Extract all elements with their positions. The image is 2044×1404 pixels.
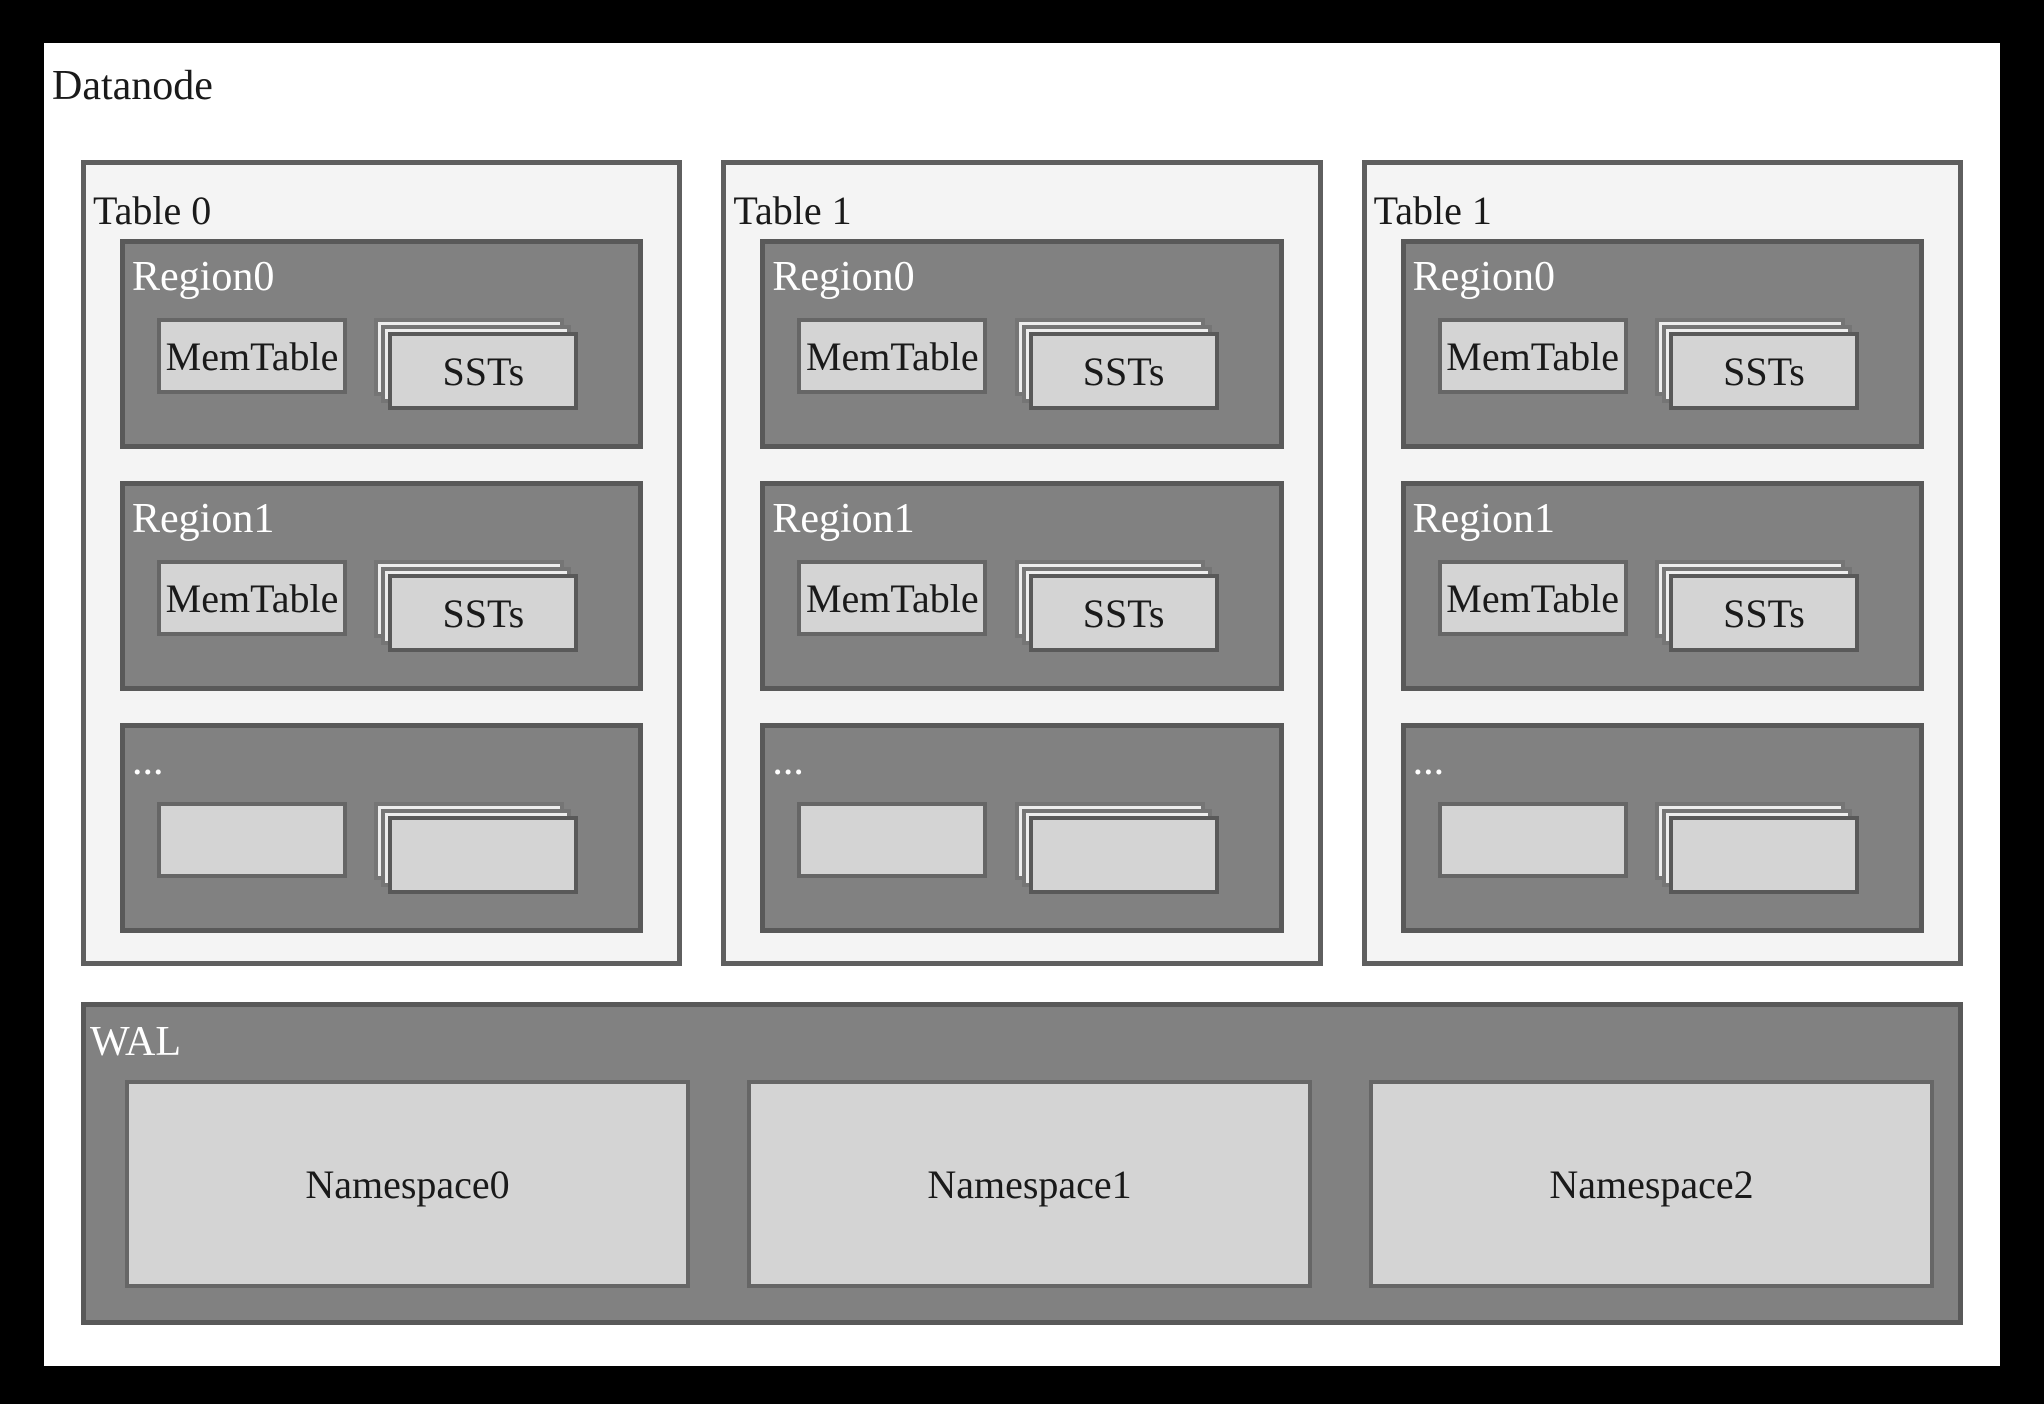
ssts-box: SSTs [1668, 574, 1859, 652]
ssts-stack: SSTs [1654, 560, 1859, 652]
memtable-box-empty [157, 802, 347, 878]
region-ellipsis: ... [760, 723, 1284, 933]
region-content: MemTable SSTs [797, 560, 1278, 652]
region: Region0 MemTable SSTs [120, 239, 644, 449]
regions-list: Region0 MemTable SSTs Region1 [1400, 239, 1924, 933]
region-content: MemTable SSTs [157, 318, 638, 410]
region-label: Region1 [132, 496, 275, 542]
table-box-1: Table 1 Region0 MemTable SSTs [721, 160, 1323, 966]
region: Region1 MemTable SSTs [760, 481, 1284, 691]
region-content [1437, 802, 1919, 894]
namespace-box-1: Namespace1 [747, 1080, 1312, 1288]
region-ellipsis: ... [1400, 723, 1924, 933]
region: Region0 MemTable SSTs [1400, 239, 1924, 449]
tables-row: Table 0 Region0 MemTable SSTs [81, 160, 1963, 966]
ssts-stack: SSTs [1654, 318, 1859, 410]
ssts-box: SSTs [1668, 332, 1859, 410]
region-label: Region1 [1412, 496, 1555, 542]
ssts-box: SSTs [1028, 574, 1219, 652]
region-label: Region1 [772, 496, 915, 542]
wal-panel: WAL Namespace0 Namespace1 Namespace2 [81, 1002, 1963, 1325]
table-box-0: Table 0 Region0 MemTable SSTs [81, 160, 683, 966]
memtable-box: MemTable [157, 318, 347, 394]
region-content: MemTable SSTs [1437, 318, 1919, 410]
region: Region1 MemTable SSTs [1400, 481, 1924, 691]
ssts-box: SSTs [1028, 332, 1219, 410]
memtable-box: MemTable [797, 318, 988, 394]
namespace-box-2: Namespace2 [1369, 1080, 1934, 1288]
region-content [157, 802, 638, 894]
region-label: Region0 [1412, 254, 1555, 300]
region-content [797, 802, 1278, 894]
namespaces-row: Namespace0 Namespace1 Namespace2 [125, 1080, 1934, 1288]
ssts-box-empty [1028, 816, 1219, 894]
table-box-2: Table 1 Region0 MemTable SSTs [1361, 160, 1963, 966]
region-label: Region0 [772, 254, 915, 300]
memtable-box-empty [1437, 802, 1628, 878]
diagram-page: Datanode Table 0 Region0 MemTable SSTs [44, 43, 2000, 1366]
region-content: MemTable SSTs [157, 560, 638, 652]
memtable-box: MemTable [1437, 318, 1628, 394]
ssts-box: SSTs [388, 332, 579, 410]
table-label: Table 1 [1373, 188, 1492, 233]
ssts-stack-empty [1654, 802, 1859, 894]
memtable-box: MemTable [1437, 560, 1628, 636]
ssts-stack-empty [374, 802, 579, 894]
memtable-box: MemTable [157, 560, 347, 636]
table-label: Table 1 [733, 188, 852, 233]
ssts-stack: SSTs [374, 560, 579, 652]
table-label: Table 0 [93, 188, 212, 233]
ssts-box-empty [388, 816, 579, 894]
namespace-box-0: Namespace0 [125, 1080, 690, 1288]
region-content: MemTable SSTs [1437, 560, 1919, 652]
wal-label: WAL [90, 1019, 181, 1065]
region-ellipsis: ... [120, 723, 644, 933]
ssts-stack: SSTs [374, 318, 579, 410]
region: Region0 MemTable SSTs [760, 239, 1284, 449]
region-label: Region0 [132, 254, 275, 300]
region-content: MemTable SSTs [797, 318, 1278, 410]
region: Region1 MemTable SSTs [120, 481, 644, 691]
memtable-box-empty [797, 802, 988, 878]
memtable-box: MemTable [797, 560, 988, 636]
regions-list: Region0 MemTable SSTs Region1 [760, 239, 1284, 933]
ssts-box: SSTs [388, 574, 579, 652]
ssts-stack: SSTs [1014, 560, 1219, 652]
ssts-stack: SSTs [1014, 318, 1219, 410]
page-title: Datanode [52, 63, 213, 109]
regions-list: Region0 MemTable SSTs Region1 [120, 239, 644, 933]
region-label: ... [772, 738, 804, 784]
ssts-box-empty [1668, 816, 1859, 894]
ssts-stack-empty [1014, 802, 1219, 894]
region-label: ... [132, 738, 164, 784]
region-label: ... [1412, 738, 1445, 784]
